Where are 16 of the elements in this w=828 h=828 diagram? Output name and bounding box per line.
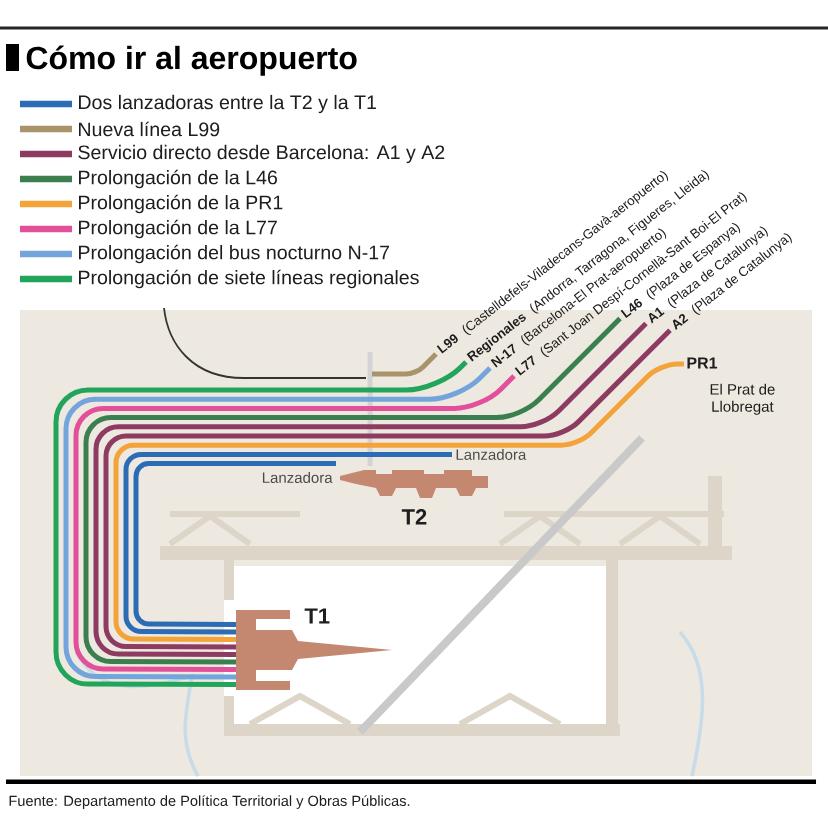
title: Cómo ir al aeropuerto [26, 45, 357, 76]
route-line [113, 361, 685, 642]
route-line [123, 451, 452, 635]
legend-text: Prolongación de la L77 [79, 219, 277, 239]
legend-text: Dos lanzadoras entre la T2 y la T1 [79, 94, 376, 114]
legend-text: Prolongación del bus nocturno N-17 [79, 244, 390, 264]
legend-text: Servicio directo desde Barcelona: A1 y A2 [78, 144, 445, 164]
route-line [133, 461, 336, 627]
legend-text: Prolongación de la PR1 [79, 194, 283, 214]
legend-text: Prolongación de siete líneas regionales [79, 269, 419, 289]
terminal-building: T2 [340, 470, 488, 525]
legend-text: Prolongación de la L46 [79, 169, 277, 189]
node-label: T2 [401, 509, 427, 525]
terminal-building: T1 [236, 608, 392, 690]
route-line [372, 352, 438, 377]
legend-text: Nueva línea L99 [79, 121, 220, 137]
